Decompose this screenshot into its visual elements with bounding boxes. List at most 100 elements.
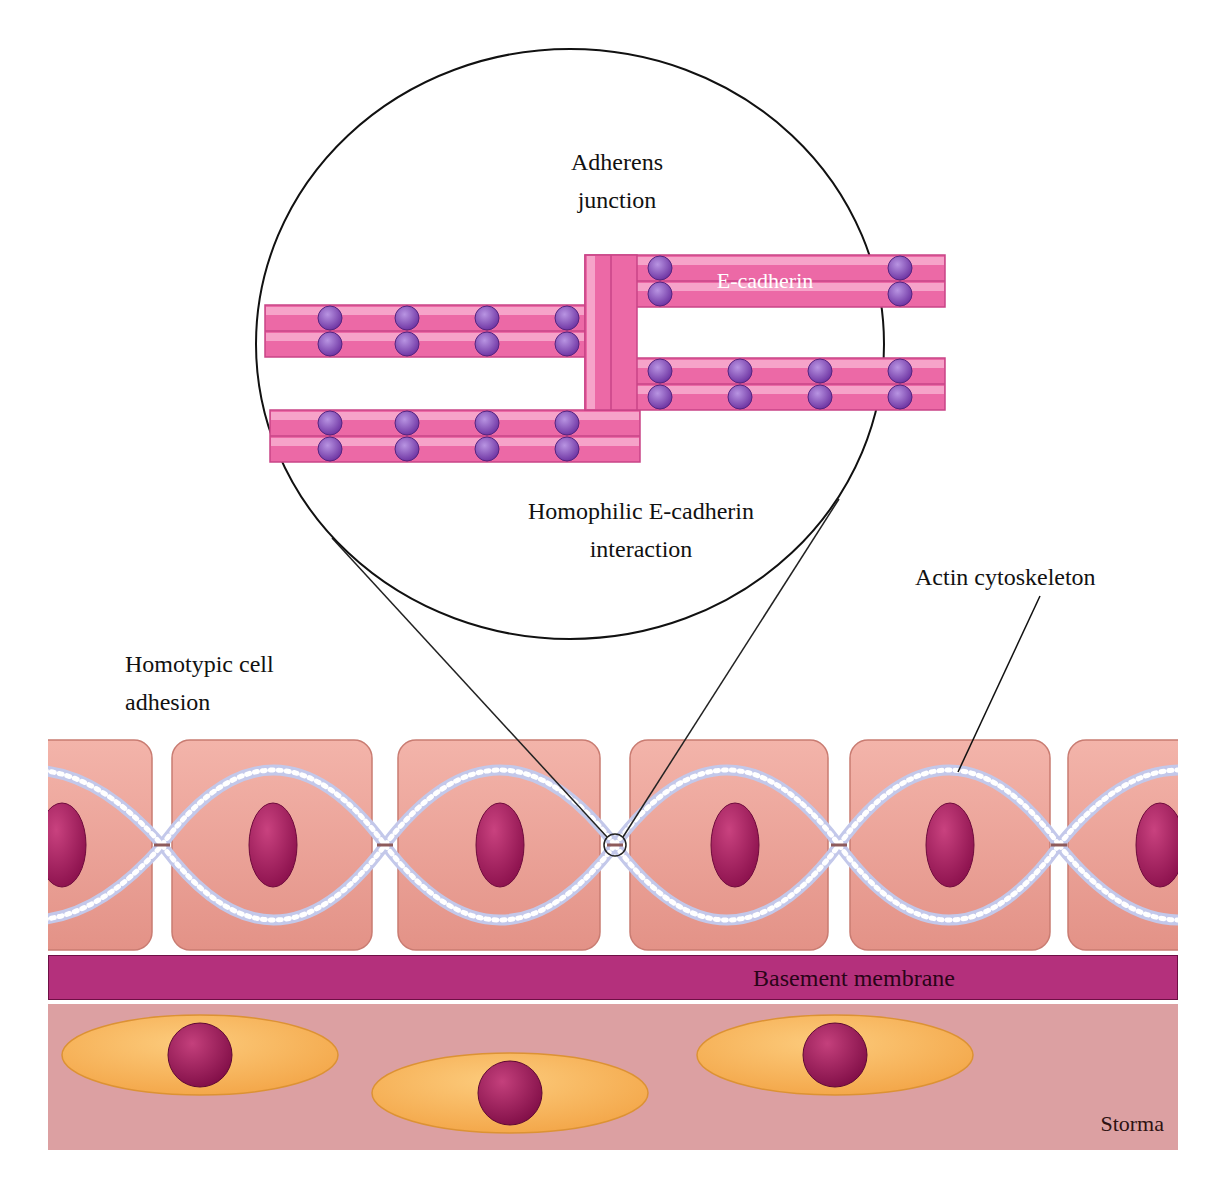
binding-dot bbox=[395, 411, 419, 435]
actin-filament bbox=[162, 845, 385, 920]
actin-beads bbox=[839, 845, 1059, 920]
actin-filament bbox=[385, 845, 615, 920]
actin-beads bbox=[615, 770, 839, 845]
binding-dot bbox=[888, 359, 912, 383]
cell-nucleus bbox=[476, 803, 524, 887]
actin-filament bbox=[1059, 770, 1178, 845]
cadherin-bar bbox=[265, 305, 585, 357]
fibroblast bbox=[372, 1053, 648, 1133]
cadherin-bar bbox=[270, 410, 640, 462]
actin-beads bbox=[48, 770, 162, 845]
actin-beads bbox=[615, 845, 839, 920]
actin-beads bbox=[1059, 770, 1178, 845]
cadherin-bar bbox=[585, 255, 945, 307]
actin-filaments bbox=[48, 770, 1178, 920]
actin-filament bbox=[162, 770, 385, 845]
leader-line bbox=[958, 596, 1040, 772]
binding-dot bbox=[555, 332, 579, 356]
binding-dot bbox=[475, 437, 499, 461]
binding-dot bbox=[318, 437, 342, 461]
binding-dot bbox=[475, 306, 499, 330]
actin-beads bbox=[48, 845, 162, 920]
bar-highlight bbox=[266, 333, 584, 341]
fibroblast bbox=[697, 1015, 973, 1095]
stroma-cells bbox=[48, 1004, 1178, 1150]
binding-dot bbox=[808, 385, 832, 409]
junction-marks bbox=[154, 844, 1067, 847]
binding-dot bbox=[555, 306, 579, 330]
strand-divider bbox=[610, 255, 612, 410]
strand-divider bbox=[265, 330, 585, 332]
epithelium bbox=[48, 740, 1178, 950]
binding-dot bbox=[318, 411, 342, 435]
cadherin-strand-left-top bbox=[265, 305, 585, 357]
section-label: Homotypic cell adhesion bbox=[125, 645, 325, 721]
segment-dividers bbox=[660, 255, 900, 410]
actin-filament bbox=[615, 770, 839, 845]
node-text: Basement membrane bbox=[753, 960, 955, 996]
actin-filament bbox=[48, 845, 162, 920]
bar-highlight bbox=[587, 256, 595, 409]
binding-dot bbox=[648, 385, 672, 409]
fibroblast-nucleus bbox=[478, 1061, 542, 1125]
strand-divider bbox=[270, 435, 640, 437]
cadherin-strand-right bbox=[585, 255, 945, 410]
junction-mark bbox=[154, 844, 170, 847]
cadherin-bar: E-cadherin bbox=[585, 255, 945, 307]
fibroblast bbox=[62, 1015, 338, 1095]
actin-filament bbox=[1059, 845, 1178, 920]
node-text: E-cadherin bbox=[717, 263, 814, 299]
junction-mark bbox=[377, 844, 393, 847]
nuclei bbox=[48, 803, 1178, 887]
binding-dot bbox=[888, 282, 912, 306]
calcium-sites bbox=[318, 306, 579, 356]
actin-beads bbox=[385, 845, 615, 920]
binding-dot bbox=[395, 306, 419, 330]
bar-highlight bbox=[266, 307, 584, 315]
interaction-caption: Homophilic E-cadherin interaction bbox=[509, 492, 773, 568]
actin-beads bbox=[1059, 845, 1178, 920]
actin-beads bbox=[839, 770, 1059, 845]
actin-beads bbox=[162, 845, 385, 920]
binding-dot bbox=[475, 332, 499, 356]
binding-dot bbox=[808, 359, 832, 383]
cadherin-bar bbox=[585, 255, 637, 410]
binding-dot bbox=[555, 411, 579, 435]
fibroblast-nucleus bbox=[803, 1023, 867, 1087]
actin-filament bbox=[615, 845, 839, 920]
cell-nucleus bbox=[249, 803, 297, 887]
binding-dot bbox=[395, 332, 419, 356]
fibroblast-nucleus bbox=[168, 1023, 232, 1087]
binding-dot bbox=[395, 437, 419, 461]
binding-dot bbox=[648, 256, 672, 280]
cell-nucleus bbox=[48, 803, 86, 887]
zoom-circle: Adherens junctionHomophilic E-cadherin i… bbox=[255, 48, 885, 640]
junction-mark bbox=[831, 844, 847, 847]
binding-dot bbox=[888, 256, 912, 280]
actin-beads bbox=[48, 770, 1178, 920]
strand-divider bbox=[585, 383, 945, 385]
cadherin-strand-left-bottom bbox=[270, 410, 640, 462]
basement-membrane-band: Basement membrane bbox=[48, 955, 1178, 1000]
zoom-outline bbox=[255, 48, 885, 640]
cell-nucleus bbox=[711, 803, 759, 887]
structure-title: Adherens junction bbox=[552, 143, 682, 219]
junction-mark bbox=[607, 844, 623, 847]
zoom-circle-outline bbox=[256, 49, 884, 639]
cell-nucleus bbox=[1136, 803, 1178, 887]
binding-dot bbox=[648, 282, 672, 306]
epithelial-cells bbox=[48, 740, 1178, 950]
actin-filament bbox=[48, 770, 162, 845]
binding-dot bbox=[318, 332, 342, 356]
binding-dot bbox=[728, 385, 752, 409]
junction-mark bbox=[1051, 844, 1067, 847]
cell-nucleus bbox=[926, 803, 974, 887]
zoom-source bbox=[604, 834, 626, 856]
binding-dot bbox=[555, 437, 579, 461]
actin-filament bbox=[839, 770, 1059, 845]
structure-label: Actin cytoskeleton bbox=[915, 558, 1096, 596]
actin-filament bbox=[839, 845, 1059, 920]
stroma-band: Storma bbox=[48, 1004, 1178, 1150]
cadherin-bar bbox=[585, 358, 945, 410]
